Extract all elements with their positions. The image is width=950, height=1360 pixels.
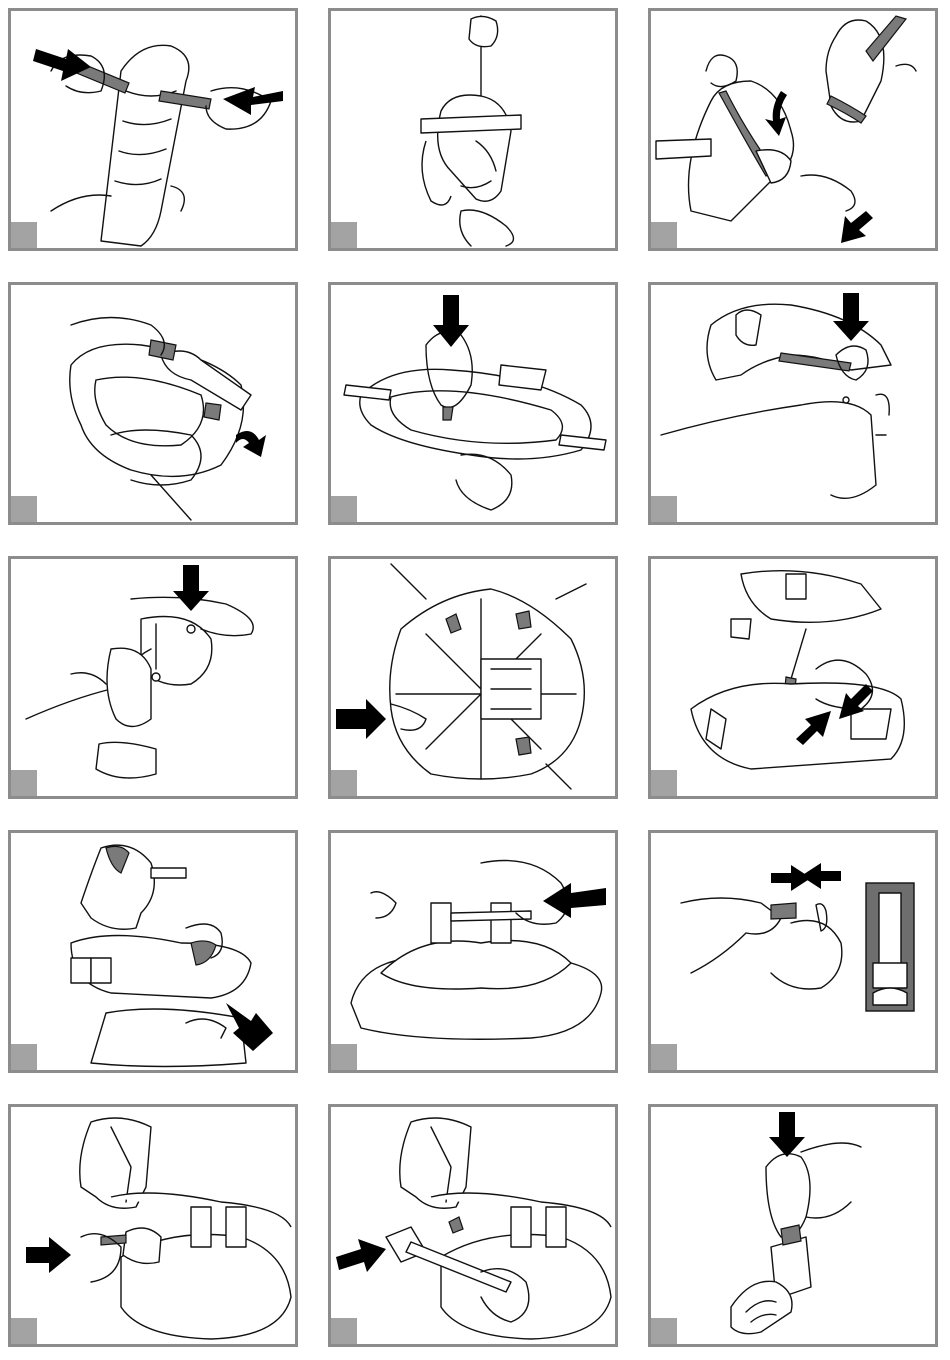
step-panel xyxy=(648,1104,938,1347)
wrench-tightening-illustration xyxy=(11,11,295,248)
step-panel xyxy=(328,1104,618,1347)
step-panel xyxy=(328,8,618,251)
step-number-badge xyxy=(331,1318,357,1344)
seat-bolt-illustration xyxy=(11,285,295,522)
step-number-badge xyxy=(651,222,677,248)
step-number-badge xyxy=(11,770,37,796)
step-number-badge xyxy=(331,496,357,522)
step-number-badge xyxy=(331,1044,357,1070)
step-panel xyxy=(648,8,938,251)
bridle-strap-illustration xyxy=(651,11,935,248)
cap-insert-illustration xyxy=(11,1107,295,1344)
cap-press-illustration xyxy=(651,833,935,1070)
step-number-badge xyxy=(651,770,677,796)
step-number-badge xyxy=(331,222,357,248)
base-underside-illustration xyxy=(331,559,615,796)
step-number-badge xyxy=(331,770,357,796)
rider-on-base-illustration xyxy=(11,833,295,1070)
step-number-badge xyxy=(11,1318,37,1344)
step-panel xyxy=(648,556,938,799)
step-panel xyxy=(648,830,938,1073)
seat-attach-illustration xyxy=(651,285,935,522)
step-panel xyxy=(328,282,618,525)
step-number-badge xyxy=(651,1318,677,1344)
body-screw-illustration xyxy=(11,559,295,796)
step-number-badge xyxy=(651,1044,677,1070)
step-panel xyxy=(8,830,298,1073)
battery-cover-illustration xyxy=(651,1107,935,1344)
screwdriver-head-illustration xyxy=(331,11,615,248)
step-panel xyxy=(8,8,298,251)
hammer-tap-illustration xyxy=(331,1107,615,1344)
step-panel xyxy=(8,1104,298,1347)
axle-insert-illustration xyxy=(331,833,615,1070)
step-panel xyxy=(8,556,298,799)
step-number-badge xyxy=(11,1044,37,1070)
step-panel xyxy=(328,556,618,799)
spring-hook-illustration xyxy=(651,559,935,796)
step-number-badge xyxy=(651,496,677,522)
step-panel xyxy=(328,830,618,1073)
step-number-badge xyxy=(11,496,37,522)
step-panel xyxy=(648,282,938,525)
seat-plate-press-illustration xyxy=(331,285,615,522)
step-number-badge xyxy=(11,222,37,248)
step-panel xyxy=(8,282,298,525)
